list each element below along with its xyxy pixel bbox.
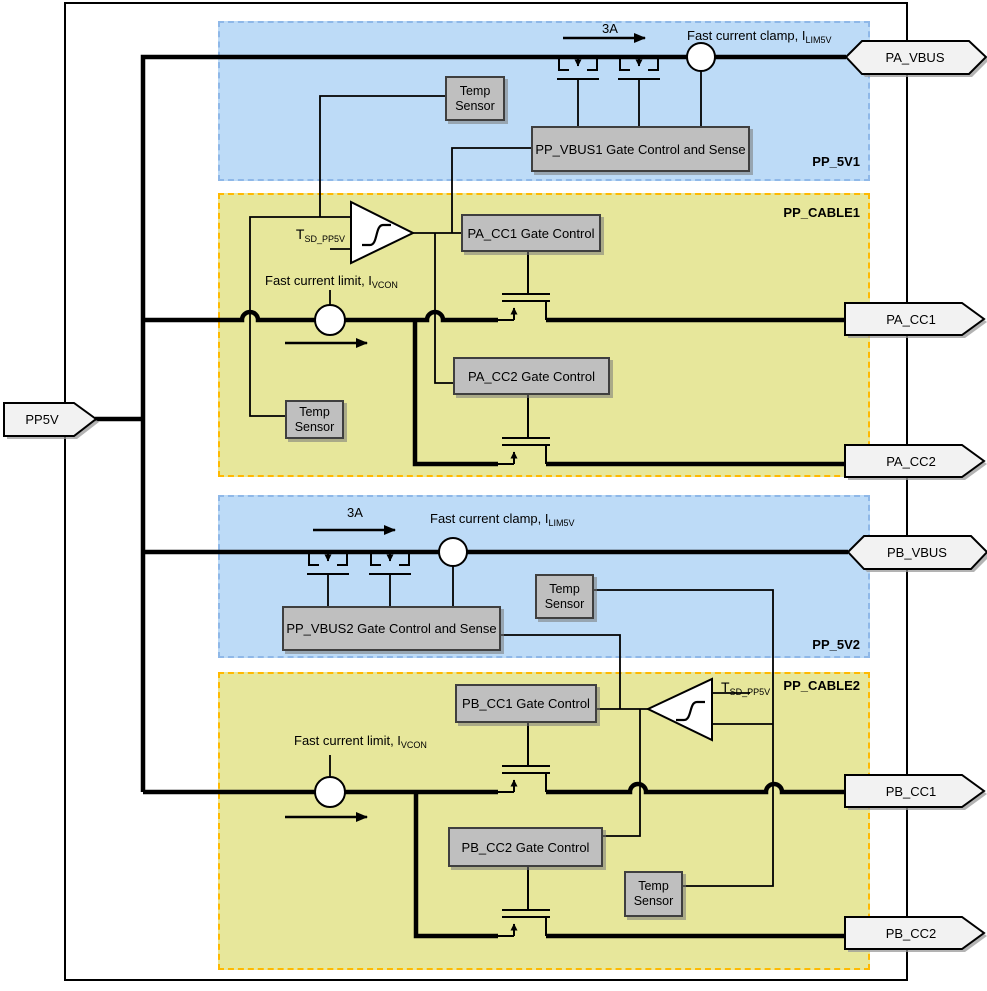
annotation-subscript: LIM5V: [805, 35, 832, 45]
block-pb-cc2-gate-control: PB_CC2 Gate Control: [448, 827, 603, 867]
temp-sensor-pp5v2: Temp Sensor: [535, 574, 594, 619]
temp-sensor-pp5v1: Temp Sensor: [445, 76, 505, 121]
mosfet-pa-vbus-2: [618, 57, 660, 80]
tag-pb-vbus: PB_VBUS: [846, 535, 987, 572]
block-pp-vbus1-gate-control: PP_VBUS1 Gate Control and Sense: [531, 126, 750, 172]
block-pa-cc2-gate-control: PA_CC2 Gate Control: [453, 357, 610, 395]
hysteresis-icon: [676, 700, 705, 722]
annotation-text: Fast current limit, I: [294, 733, 401, 748]
mosfet-pb-vbus-2: [369, 552, 411, 575]
tag-label: PA_VBUS: [885, 50, 944, 65]
wire-pb-cc1-rail: [143, 781, 845, 795]
wire-temp5v2-to-tempc2: [594, 589, 774, 887]
tag-pa-cc2: PA_CC2: [844, 444, 987, 480]
comparator-pp-cable1: [350, 200, 416, 265]
tag-shape: [844, 40, 987, 75]
wire-vbus2-fet-gates-and-clamp: [327, 566, 454, 606]
tag-shape: [844, 916, 986, 950]
tag-label: PB_VBUS: [887, 545, 947, 560]
signal-wires: [249, 71, 774, 887]
tag-shape: [844, 774, 986, 808]
mosfet-pb-cc1: [498, 723, 550, 793]
annotation-3a-pb-vbus: 3A: [347, 505, 363, 520]
annotation-fast-current-limit-pa: Fast current limit, IVCON: [265, 273, 398, 290]
wire-to-pb-cc2-gate-block: [603, 709, 641, 837]
block-pp-vbus2-gate-control: PP_VBUS2 Gate Control and Sense: [282, 606, 501, 651]
region-label-pp-cable2: PP_CABLE2: [783, 678, 860, 693]
tag-pa-cc1: PA_CC1: [844, 302, 987, 338]
tag-pb-cc1: PB_CC1: [844, 774, 987, 810]
wire-pb-cc2-rail: [413, 792, 845, 939]
wire-pp5v-bus-and-pa-vbus-rail: [140, 54, 846, 792]
region-label-pp-5v2: PP_5V2: [812, 637, 860, 652]
annotation-subscript: SD_PP5V: [304, 234, 345, 244]
tag-shape: [844, 444, 986, 478]
annotation-fast-current-clamp-pa: Fast current clamp, ILIM5V: [687, 28, 832, 45]
annotation-text: Fast current limit, I: [265, 273, 372, 288]
annotation-text: T: [721, 679, 730, 695]
tag-label: PB_CC2: [886, 926, 937, 941]
tag-shape: [3, 402, 98, 437]
tag-pp5v: PP5V: [3, 402, 99, 439]
wire-vbus1-fet-gates-and-clamp: [577, 71, 702, 126]
wire-pa-cc1-rail: [143, 309, 845, 323]
annotation-subscript: SD_PP5V: [729, 687, 771, 697]
mosfets-vbus: [307, 57, 660, 575]
current-clamp-circle-pa-vbus: [686, 42, 716, 72]
wire-to-pa-cc2-gate-block: [434, 233, 453, 384]
current-limit-circle-pa-cc: [314, 304, 346, 336]
mosfet-pa-cc2: [498, 395, 550, 465]
mosfet-pa-cc1: [498, 252, 550, 321]
tag-shape: [846, 535, 987, 570]
annotation-subscript: VCON: [400, 740, 427, 750]
power-rails: [95, 54, 848, 939]
annotation-fast-current-limit-pb: Fast current limit, IVCON: [294, 733, 427, 750]
annotation-text: T: [295, 226, 305, 242]
region-label-pp-cable1: PP_CABLE1: [783, 205, 860, 220]
mosfet-pb-vbus-1: [307, 552, 349, 575]
annotation-tsd-pp5v-cable2: TSD_PP5V: [721, 679, 770, 697]
temp-sensor-pp-cable1: Temp Sensor: [285, 400, 344, 439]
current-sensors: [314, 42, 716, 808]
tag-pb-cc2: PB_CC2: [844, 916, 987, 952]
annotation-text: Fast current clamp, I: [687, 28, 806, 43]
tag-label: PB_CC1: [886, 784, 937, 799]
outer-box-border: [64, 2, 908, 981]
annotation-tsd-pp5v-cable1: TSD_PP5V: [275, 226, 345, 244]
wire-pa-cc2-rail: [412, 320, 845, 467]
wire-ppvbus2-to-comp2-output: [501, 634, 621, 709]
flow-arrows: [285, 33, 646, 822]
net-tags: PP5V PA_VBUS PA_CC1 PA_CC2 PB_VBUS: [3, 40, 987, 952]
tag-pa-vbus: PA_VBUS: [844, 40, 987, 77]
mosfet-pb-cc2: [498, 867, 550, 937]
current-clamp-circle-pb-vbus: [438, 537, 468, 567]
wire-comp1-input-to-tempc1: [249, 216, 351, 417]
region-label-pp-5v1: PP_5V1: [812, 154, 860, 169]
temp-sensor-pp-cable2: Temp Sensor: [624, 871, 683, 917]
tag-label: PA_CC1: [886, 312, 936, 327]
comparators: [350, 200, 713, 742]
block-pa-cc1-gate-control: PA_CC1 Gate Control: [461, 214, 601, 252]
annotation-fast-current-clamp-pb: Fast current clamp, ILIM5V: [430, 511, 575, 528]
mosfets-cc: [498, 252, 550, 937]
annotation-subscript: VCON: [371, 280, 398, 290]
annotation-subscript: LIM5V: [548, 518, 575, 528]
comparator-pp-cable2: [645, 677, 713, 742]
wire-ppvbus1-to-comp1-output: [451, 147, 531, 233]
block-pb-cc1-gate-control: PB_CC1 Gate Control: [455, 684, 597, 723]
annotation-text: Fast current clamp, I: [430, 511, 549, 526]
hysteresis-icon: [362, 223, 391, 247]
tag-shape: [844, 302, 986, 336]
mosfet-pa-vbus-1: [557, 57, 599, 80]
current-limit-circle-pb-cc: [314, 776, 346, 808]
tag-label: PP5V: [25, 412, 59, 427]
annotation-3a-pa-vbus: 3A: [602, 21, 618, 36]
tag-label: PA_CC2: [886, 454, 936, 469]
wire-temp5v1-to-comp1: [319, 95, 445, 217]
